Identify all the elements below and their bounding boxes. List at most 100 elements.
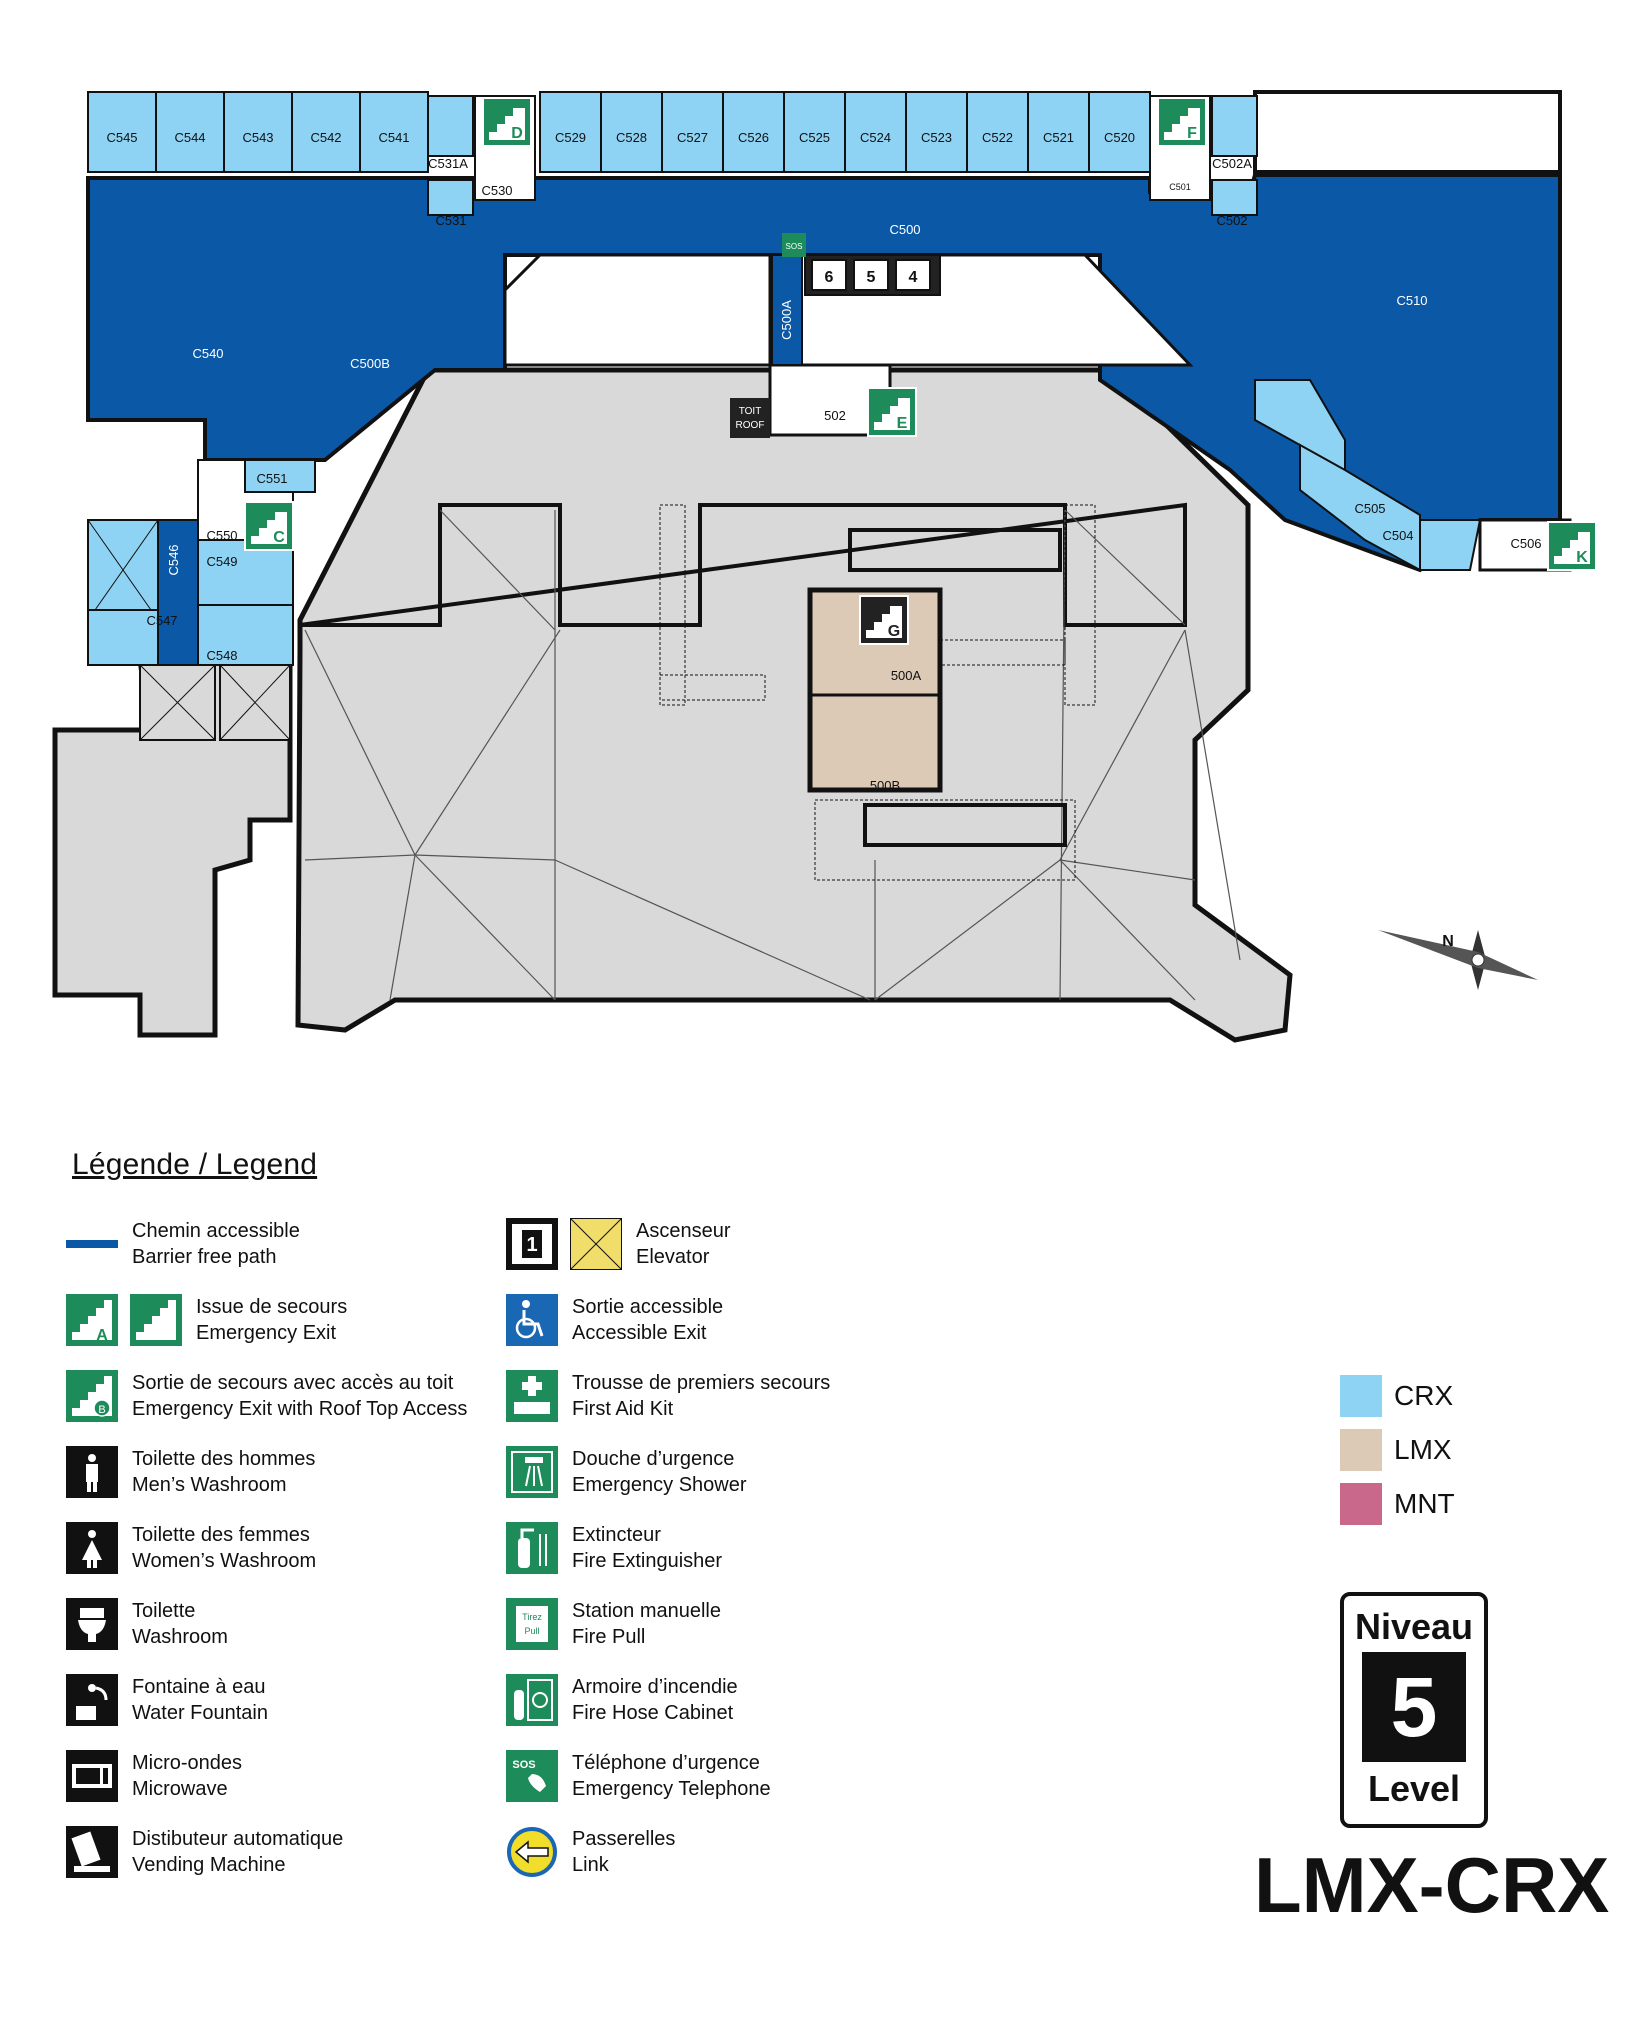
zone-label: LMX	[1394, 1434, 1452, 1465]
legend-label-en: Fire Pull	[572, 1626, 646, 1648]
fountain-icon	[66, 1674, 118, 1726]
zone-swatch	[1340, 1429, 1382, 1471]
elevator-shaft-icon	[570, 1218, 622, 1270]
legend-label-fr: Passerelles	[572, 1828, 676, 1850]
room-labels: C531A C530 C531 C502A C501 C502 C500 C50…	[146, 156, 1541, 793]
legend-label-fr: Station manuelle	[572, 1600, 721, 1622]
toilet-icon	[66, 1598, 118, 1650]
compass: N	[1378, 930, 1538, 990]
svg-text:B: B	[98, 1404, 105, 1416]
room-c523	[905, 91, 968, 173]
exit-letter: E	[897, 415, 908, 432]
legend-label-fr: Toilette	[132, 1600, 196, 1622]
room-label: C528	[616, 130, 647, 145]
room-label: C547	[146, 613, 177, 628]
acc-exit-icon	[506, 1294, 558, 1346]
zone-swatch	[1340, 1483, 1382, 1525]
vending-icon	[66, 1826, 118, 1878]
exit-letter: C	[273, 529, 285, 546]
elevator-icon: 1	[506, 1218, 558, 1270]
level-top-label: Niveau	[1354, 1606, 1474, 1647]
legend-label-fr: Trousse de premiers secours	[572, 1372, 831, 1394]
legend-label-fr: Sortie accessible	[572, 1296, 724, 1318]
room-c525	[783, 91, 846, 173]
legend-label-en: Fire Extinguisher	[572, 1550, 723, 1572]
legend-label-en: Men’s Washroom	[132, 1474, 287, 1496]
legend-label-fr: Armoire d’incendie	[572, 1676, 738, 1698]
room-label: C510	[1396, 293, 1427, 308]
link-icon	[506, 1826, 558, 1878]
room-label: C502	[1216, 213, 1247, 228]
legend-label-en: Emergency Exit with Roof Top Access	[132, 1398, 468, 1420]
microwave-icon	[66, 1750, 118, 1802]
zone-mnt: MNT	[1340, 1483, 1455, 1525]
legend-label-fr: Distibuteur automatique	[132, 1828, 344, 1850]
room-label: C520	[1104, 130, 1135, 145]
legend-label-fr: Toilette des femmes	[132, 1524, 310, 1546]
barrier-free-path-swatch	[66, 1218, 118, 1270]
extinguisher-icon	[506, 1522, 558, 1574]
room-label: C546	[166, 544, 181, 575]
shower-icon	[506, 1446, 558, 1498]
room-label: C504	[1382, 528, 1413, 543]
svg-text:SOS: SOS	[512, 1759, 535, 1771]
elevator-label: 5	[867, 269, 876, 286]
emergency-telephone-icon: SOS	[506, 1750, 558, 1802]
legend-label-en: Washroom	[132, 1626, 228, 1648]
room-label: C524	[860, 130, 891, 145]
room-label: C551	[256, 471, 287, 486]
room-label: C531A	[428, 156, 468, 171]
level-number: 5	[1362, 1652, 1466, 1762]
roof-label: TOIT	[739, 406, 762, 417]
elevator-label: 4	[909, 269, 918, 286]
exit-letter: D	[511, 125, 523, 142]
room-label: C500B	[350, 356, 390, 371]
legend-label-en: Women’s Washroom	[132, 1550, 317, 1572]
room-label: C526	[738, 130, 769, 145]
room-label: C522	[982, 130, 1013, 145]
legend-label-fr: Téléphone d’urgence	[572, 1752, 760, 1774]
legend-label-en: First Aid Kit	[572, 1398, 674, 1420]
legend-label-fr: Micro-ondes	[132, 1752, 243, 1774]
legend-label-fr: Douche d’urgence	[572, 1448, 735, 1470]
room-c520	[1088, 91, 1151, 173]
room-label: C531	[435, 213, 466, 228]
room-c542	[291, 91, 361, 173]
emergency-exit-icon: A	[66, 1294, 118, 1346]
room-label: C545	[106, 130, 137, 145]
room-c545	[87, 91, 157, 173]
room-label: C521	[1043, 130, 1074, 145]
legend-label-en: Vending Machine	[132, 1854, 286, 1876]
compass-n: N	[1442, 933, 1454, 950]
room-c529	[539, 91, 602, 173]
legend-label-fr: Chemin accessible	[132, 1220, 300, 1242]
room-label: 500A	[891, 668, 922, 683]
legend-label-en: Water Fountain	[132, 1702, 268, 1724]
room-label: C548	[206, 648, 237, 663]
sos-map-icon: SOS	[786, 242, 803, 251]
svg-text:Tirez: Tirez	[522, 1612, 542, 1622]
